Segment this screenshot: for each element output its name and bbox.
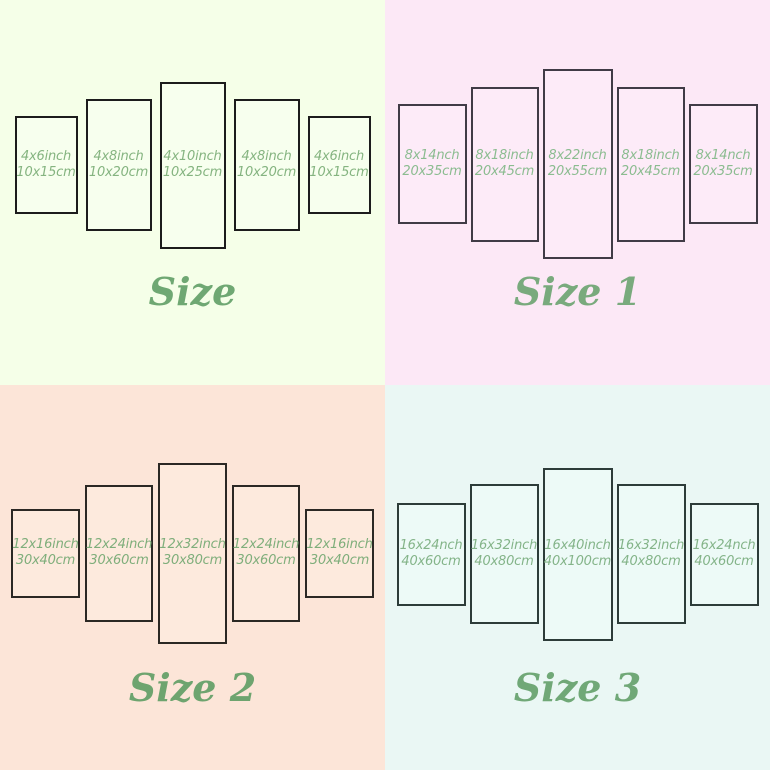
size-inches: 12x16inch xyxy=(306,537,373,552)
quadrant-label: Size xyxy=(148,269,237,314)
canvas-panel: 12x24inch 30x60cm xyxy=(85,484,153,622)
size-cm: 10x15cm xyxy=(309,165,369,180)
size-cm: 20x45cm xyxy=(474,164,535,179)
size-inches: 4x8inch xyxy=(241,149,292,164)
size-cm: 10x15cm xyxy=(16,165,76,180)
panel-row: 16x24nch 40x60cm 16x32inch 40x80cm 16x40… xyxy=(385,385,770,723)
quadrant-label: Size 2 xyxy=(128,665,257,710)
panel-size-text: 8x18inch 20x45cm xyxy=(621,148,680,180)
quadrant-label: Size 3 xyxy=(513,665,642,710)
panel-size-text: 8x22inch 20x55cm xyxy=(548,148,607,180)
canvas-panel: 4x10inch 10x25cm xyxy=(159,81,226,249)
size-inches: 4x10inch xyxy=(163,149,222,164)
size-inches: 16x32inch xyxy=(470,538,538,553)
panel-size-text: 12x24inch 30x60cm xyxy=(86,537,152,569)
size-inches: 8x18inch xyxy=(621,148,680,163)
size-inches: 12x16inch xyxy=(12,537,79,552)
size-inches: 12x24inch xyxy=(85,537,153,552)
size-cm: 10x25cm xyxy=(162,165,223,180)
canvas-panel: 16x40inch 40x100cm xyxy=(542,467,613,641)
panel-size-text: 4x10inch 10x25cm xyxy=(163,149,222,181)
panel-size-text: 12x32inch 30x80cm xyxy=(159,537,225,569)
canvas-panel: 8x14nch 20x35cm xyxy=(688,104,758,224)
canvas-panel: 8x18inch 20x45cm xyxy=(616,86,685,242)
size-inches: 8x22inch xyxy=(548,148,607,163)
canvas-panel: 16x32inch 40x80cm xyxy=(616,484,686,624)
size-inches: 8x14nch xyxy=(695,148,751,163)
panel-size-text: 8x18inch 20x45cm xyxy=(475,148,534,180)
canvas-panel: 12x16inch 30x40cm xyxy=(11,508,80,598)
size-cm: 20x45cm xyxy=(620,164,681,179)
quadrant-size: 4x6inch 10x15cm 4x8inch 10x20cm 4x10inch… xyxy=(0,0,385,385)
size-inches: 12x24inch xyxy=(232,537,300,552)
canvas-panel: 12x24inch 30x60cm xyxy=(232,484,300,622)
canvas-panel: 4x6inch 10x15cm xyxy=(307,116,371,214)
panel-row: 8x14nch 20x35cm 8x18inch 20x45cm 8x22inc… xyxy=(385,0,770,328)
size-cm: 40x80cm xyxy=(621,554,681,569)
size-cm: 40x60cm xyxy=(401,554,461,569)
size-inches: 4x6inch xyxy=(313,149,365,164)
panel-size-text: 4x6inch 10x15cm xyxy=(309,149,368,181)
panel-size-text: 8x14nch 20x35cm xyxy=(402,148,461,180)
panel-size-text: 4x8inch 10x20cm xyxy=(89,149,148,181)
panel-row: 12x16inch 30x40cm 12x24inch 30x60cm 12x3… xyxy=(0,385,385,721)
panel-row: 4x6inch 10x15cm 4x8inch 10x20cm 4x10inch… xyxy=(0,0,385,330)
panel-size-text: 16x24nch 40x60cm xyxy=(400,538,463,570)
size-inches: 16x32inch xyxy=(617,538,685,553)
panel-size-text: 16x40inch 40x100cm xyxy=(544,538,611,570)
panel-size-text: 12x16inch 30x40cm xyxy=(12,537,78,569)
canvas-panel: 16x24nch 40x60cm xyxy=(396,502,466,606)
size-cm: 40x80cm xyxy=(474,554,534,569)
quadrant-size-3: 16x24nch 40x60cm 16x32inch 40x80cm 16x40… xyxy=(385,385,770,770)
size-cm: 10x20cm xyxy=(88,165,149,180)
panel-size-text: 16x24nch 40x60cm xyxy=(693,538,756,570)
quadrant-label: Size 1 xyxy=(513,269,642,314)
panel-size-text: 4x6inch 10x15cm xyxy=(16,149,75,181)
canvas-panel: 8x22inch 20x55cm xyxy=(542,69,613,259)
size-inches: 16x24nch xyxy=(692,538,756,553)
size-cm: 20x35cm xyxy=(402,164,462,179)
size-cm: 30x60cm xyxy=(236,553,296,568)
size-cm: 40x60cm xyxy=(694,554,754,569)
canvas-panel: 8x14nch 20x35cm xyxy=(397,104,467,224)
quadrant-size-2: 12x16inch 30x40cm 12x24inch 30x60cm 12x3… xyxy=(0,385,385,770)
size-cm: 20x35cm xyxy=(693,164,753,179)
size-cm: 10x20cm xyxy=(236,165,297,180)
canvas-panel: 4x8inch 10x20cm xyxy=(233,99,300,231)
canvas-panel: 4x8inch 10x20cm xyxy=(85,99,152,231)
size-cm: 20x55cm xyxy=(547,164,608,179)
size-inches: 12x32inch xyxy=(159,537,226,552)
panel-size-text: 16x32inch 40x80cm xyxy=(618,538,684,570)
size-inches: 4x6inch xyxy=(20,149,72,164)
size-cm: 30x40cm xyxy=(15,553,76,568)
size-cm: 30x60cm xyxy=(89,553,149,568)
canvas-panel: 12x16inch 30x40cm xyxy=(305,508,374,598)
panel-size-text: 8x14nch 20x35cm xyxy=(693,148,752,180)
panel-size-text: 4x8inch 10x20cm xyxy=(237,149,296,181)
size-cm: 40x100cm xyxy=(543,554,612,569)
size-inches: 8x14nch xyxy=(404,148,460,163)
size-inches: 16x24nch xyxy=(399,538,463,553)
canvas-panel: 16x32inch 40x80cm xyxy=(469,484,539,624)
size-cm: 30x40cm xyxy=(309,553,370,568)
canvas-panel: 12x32inch 30x80cm xyxy=(158,462,227,644)
size-inches: 8x18inch xyxy=(475,148,534,163)
panel-size-text: 16x32inch 40x80cm xyxy=(471,538,537,570)
canvas-panel: 8x18inch 20x45cm xyxy=(470,86,539,242)
panel-size-text: 12x24inch 30x60cm xyxy=(233,537,299,569)
canvas-panel: 16x24nch 40x60cm xyxy=(689,502,759,606)
canvas-panel: 4x6inch 10x15cm xyxy=(14,116,78,214)
size-cm: 30x80cm xyxy=(162,553,223,568)
quadrant-size-1: 8x14nch 20x35cm 8x18inch 20x45cm 8x22inc… xyxy=(385,0,770,385)
size-inches: 16x40inch xyxy=(544,538,611,553)
panel-size-text: 12x16inch 30x40cm xyxy=(306,537,372,569)
size-inches: 4x8inch xyxy=(93,149,144,164)
